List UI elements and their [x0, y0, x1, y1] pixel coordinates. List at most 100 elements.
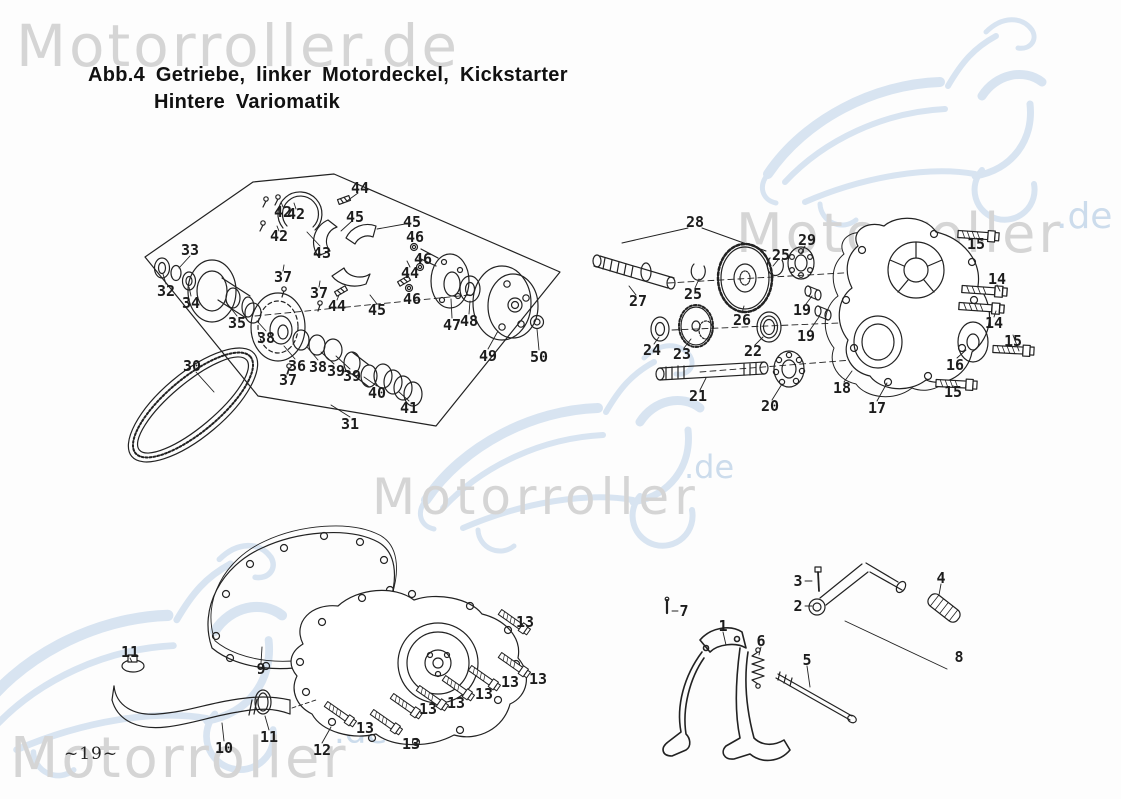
part-label-15: 15 [943, 383, 963, 401]
part-label-23: 23 [672, 345, 692, 363]
circlip-25b [690, 263, 706, 281]
part-label-10: 10 [214, 739, 234, 757]
page-number: ~19~ [64, 744, 119, 764]
part-label-8: 8 [954, 648, 964, 666]
part-label-26: 26 [732, 311, 752, 329]
part-label-38: 38 [308, 358, 328, 376]
part-label-9: 9 [256, 660, 266, 678]
shaft-axes-dashed [667, 271, 863, 373]
nuts-46 [404, 242, 425, 293]
output-shaft-21 [655, 361, 769, 381]
part-label-39: 39 [326, 362, 346, 380]
part-label-30: 30 [182, 357, 202, 375]
part-label-42: 42 [273, 203, 293, 221]
part-label-24: 24 [642, 341, 662, 359]
part-label-19: 19 [792, 301, 812, 319]
part-label-12: 12 [312, 741, 332, 759]
part-label-21: 21 [688, 387, 708, 405]
part-label-44: 44 [350, 179, 370, 197]
part-label-50: 50 [529, 348, 549, 366]
part-label-39: 39 [342, 367, 362, 385]
part-label-46: 46 [402, 290, 422, 308]
part-label-13: 13 [500, 673, 520, 691]
part-label-27: 27 [628, 292, 648, 310]
lever-rubber-4 [927, 593, 961, 623]
part-label-44: 44 [327, 297, 347, 315]
part-label-36: 36 [287, 357, 307, 375]
washer-38b [292, 329, 310, 351]
part-label-48: 48 [459, 312, 479, 330]
part-label-45: 45 [367, 301, 387, 319]
part-label-4: 4 [936, 569, 946, 587]
part-label-22: 22 [743, 342, 763, 360]
part-label-11: 11 [259, 728, 279, 746]
part-label-37: 37 [273, 268, 293, 286]
bearing-20 [772, 350, 806, 388]
hose-fit-dashed [291, 699, 317, 709]
part-label-29: 29 [797, 231, 817, 249]
part-label-47: 47 [442, 316, 462, 334]
part-label-13: 13 [355, 719, 375, 737]
part-label-33: 33 [180, 241, 200, 259]
left-cover-group [111, 525, 532, 747]
figure-title: Abb.4 Getriebe, linker Motordeckel, Kick… [88, 64, 568, 114]
part-label-18: 18 [832, 379, 852, 397]
part-label-1: 1 [718, 617, 728, 635]
bearing-29 [787, 246, 815, 280]
main-stand [662, 627, 791, 762]
part-label-6: 6 [756, 632, 766, 650]
kick-idle-disc-16 [957, 321, 989, 363]
part-label-45: 45 [402, 213, 422, 231]
dowel-pins-19 [804, 285, 832, 321]
part-label-19: 19 [796, 327, 816, 345]
part-label-17: 17 [867, 399, 887, 417]
part-label-45: 45 [345, 208, 365, 226]
part-label-25: 25 [683, 285, 703, 303]
part-label-28: 28 [685, 213, 705, 231]
watermark-de-center: .de [684, 448, 735, 486]
gear-cover-17 [838, 217, 991, 390]
washer-24 [650, 316, 670, 342]
counter-gear-23 [678, 304, 714, 348]
part-label-32: 32 [156, 282, 176, 300]
part-label-15: 15 [1003, 332, 1023, 350]
primary-gear-26 [716, 242, 774, 314]
figure-title-line1: Abb.4 Getriebe, linker Motordeckel, Kick… [88, 64, 568, 86]
part-label-20: 20 [760, 397, 780, 415]
gearbox-group [592, 217, 1035, 398]
part-label-42: 42 [269, 227, 289, 245]
clutch-shoes-45 [312, 219, 377, 287]
bearing-22 [756, 311, 782, 343]
part-label-49: 49 [478, 347, 498, 365]
part-label-7: 7 [679, 602, 689, 620]
nut-50 [529, 314, 545, 330]
part-label-13: 13 [515, 613, 535, 631]
bracket-28 [621, 227, 767, 252]
watermark-text-center: Motorroller [372, 468, 700, 526]
stand-axle-5 [775, 671, 857, 724]
driven-face [250, 292, 306, 362]
part-label-13: 13 [528, 670, 548, 688]
part-label-14: 14 [984, 314, 1004, 332]
part-label-11: 11 [120, 643, 140, 661]
input-shaft-27 [592, 254, 676, 290]
spring-rings-41 [373, 363, 423, 407]
part-label-40: 40 [367, 384, 387, 402]
part-label-42: 42 [286, 205, 306, 223]
watermark-text-bottom: Motorroller [10, 726, 349, 791]
leader-lines [129, 192, 1020, 744]
part-label-13: 13 [474, 685, 494, 703]
hose-clamp-11b [254, 689, 272, 715]
lever-bolt-3 [814, 566, 822, 592]
part-label-38: 38 [256, 329, 276, 347]
part-label-3: 3 [793, 572, 803, 590]
circlip-25a [766, 257, 784, 277]
part-label-14: 14 [987, 270, 1007, 288]
cotter-pin-7 [664, 596, 670, 615]
part-label-43: 43 [312, 244, 332, 262]
part-label-25: 25 [771, 246, 791, 264]
part-label-13: 13 [418, 700, 438, 718]
